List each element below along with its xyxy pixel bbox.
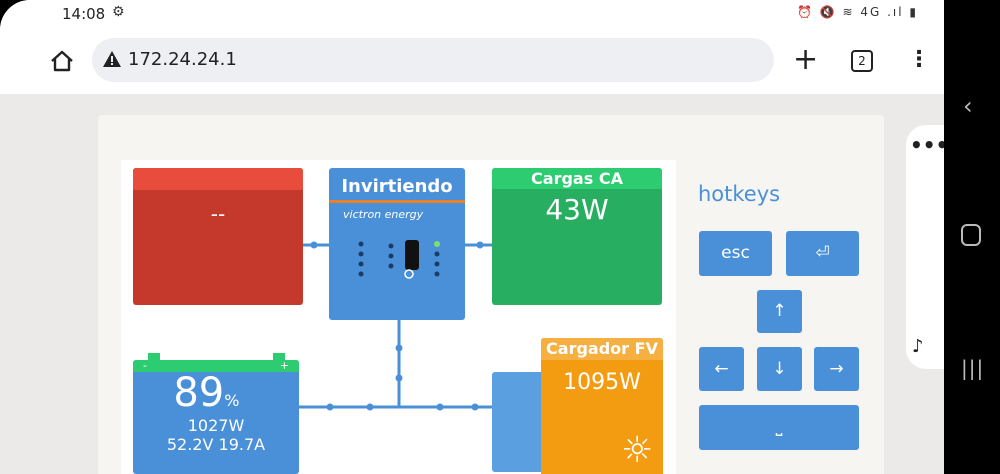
right-key[interactable]: →: [814, 347, 859, 391]
status-icons: ⏰ 🔇 ≋ 4G .ıl ▮: [796, 5, 918, 19]
new-tab-button[interactable]: +: [793, 42, 819, 77]
left-key[interactable]: ←: [699, 347, 744, 391]
down-key[interactable]: ↓: [757, 347, 802, 391]
browser-window: 14:08 ⚙ ⏰ 🔇 ≋ 4G .ıl ▮ 172.24.24.1 + 2 ⋮: [0, 0, 944, 474]
battery-soc-unit: %: [224, 391, 240, 410]
battery-soc-value: 89: [173, 370, 225, 416]
inverter-controls-icon: [358, 240, 440, 279]
battery-plus: +: [279, 359, 289, 372]
pv-charger-title: Cargador FV: [541, 338, 663, 360]
pv-charger-box[interactable]: Cargador FV 1095W ☼: [541, 338, 663, 474]
battery-terminal-negative: [148, 353, 160, 361]
hotkeys-title: hotkeys: [698, 182, 781, 206]
input-source-header: [133, 168, 303, 190]
warning-icon: [103, 51, 121, 67]
input-source-box[interactable]: --: [133, 168, 303, 305]
status-bar: 14:08 ⚙ ⏰ 🔇 ≋ 4G .ıl ▮: [0, 0, 944, 30]
more-icon[interactable]: •••: [910, 133, 944, 157]
pv-charger-value: 1095W: [563, 370, 641, 395]
battery-power: 1027W: [187, 416, 245, 435]
address-bar[interactable]: 172.24.24.1: [92, 38, 774, 82]
battery-terminal-positive: [273, 353, 285, 361]
esc-key[interactable]: esc: [699, 231, 772, 276]
music-icon[interactable]: ♪: [912, 336, 924, 357]
battery-voltage-current: 52.2V 19.7A: [166, 435, 266, 454]
victron-logo: victron energy: [343, 208, 424, 221]
battery-box[interactable]: -+ 89% 1027W 52.2V 19.7A: [133, 360, 299, 474]
space-key[interactable]: ⎵: [699, 405, 859, 450]
enter-key[interactable]: ⏎: [786, 231, 859, 276]
tab-count-button[interactable]: 2: [851, 50, 873, 72]
mppt-charger-image: [492, 372, 544, 472]
ac-loads-title: Cargas CA: [492, 168, 662, 189]
battery-header: -+: [133, 360, 299, 372]
clock: 14:08: [62, 5, 106, 23]
inverter-box[interactable]: Invirtiendo victron energy: [329, 168, 465, 320]
back-nav-icon[interactable]: ‹: [963, 92, 973, 120]
recents-nav-icon[interactable]: |||: [961, 356, 985, 380]
sun-icon: ☼: [621, 430, 654, 471]
ac-loads-box[interactable]: Cargas CA 43W: [492, 168, 662, 305]
gear-icon: ⚙: [112, 4, 125, 20]
menu-icon[interactable]: ⋮: [908, 47, 930, 72]
url-text: 172.24.24.1: [128, 49, 237, 70]
home-nav-icon[interactable]: [961, 224, 981, 246]
side-panel-handle[interactable]: [906, 125, 944, 369]
ac-loads-value: 43W: [545, 193, 609, 226]
inverter-title: Invirtiendo: [341, 176, 453, 197]
battery-soc: 89%: [133, 370, 299, 416]
battery-minus: -: [143, 359, 147, 372]
input-source-value: --: [210, 202, 226, 226]
up-key[interactable]: ↑: [757, 290, 802, 333]
home-icon[interactable]: [50, 50, 74, 72]
inverter-accent-bar: [329, 200, 465, 203]
